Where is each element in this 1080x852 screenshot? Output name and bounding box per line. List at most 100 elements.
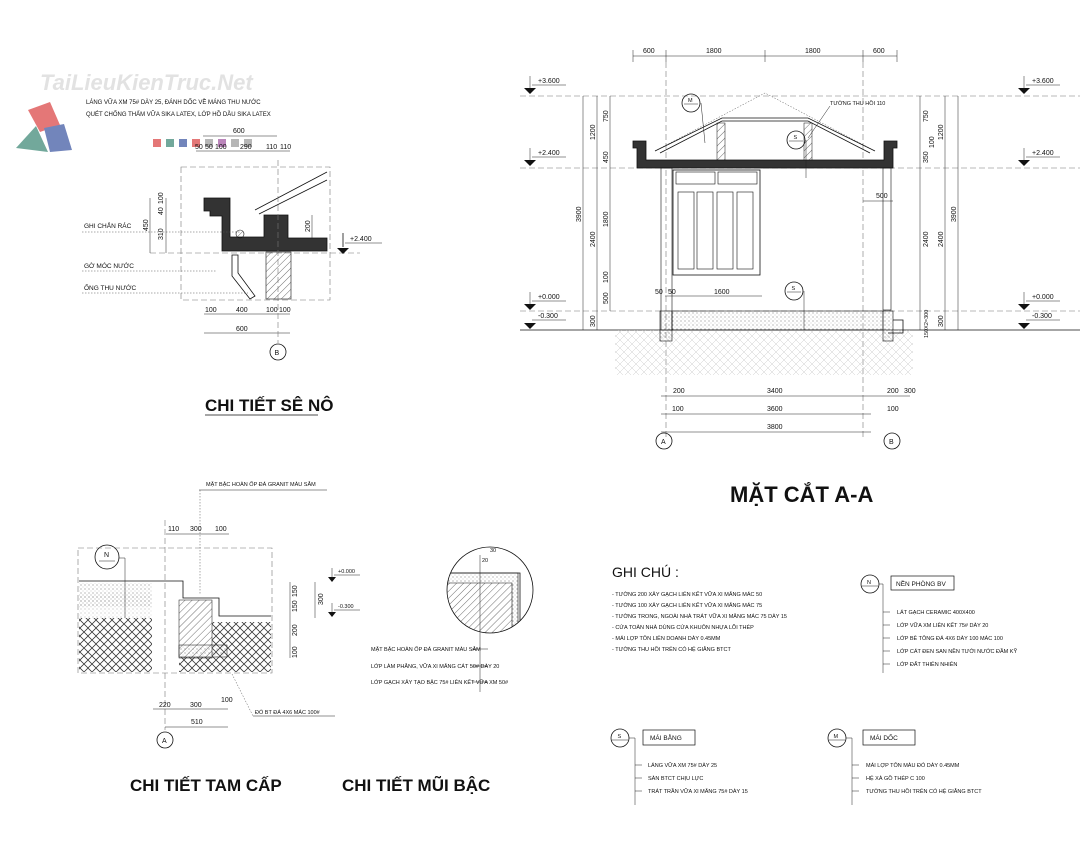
notes-title: GHI CHÚ :: [612, 564, 679, 580]
note-item: - TƯỜNG 200 XÂY GẠCH LIÊN KẾT VỮA XI MĂN…: [612, 590, 762, 598]
dim-label: 1800: [706, 48, 722, 55]
note-item: - TƯỜNG 100 XÂY GẠCH LIÊN KẾT VỮA XI MĂN…: [612, 601, 762, 609]
note-item: - TƯỜNG TRONG, NGOÀI NHÀ TRÁT VỮA XI MĂN…: [612, 613, 787, 620]
dim-label: 100: [205, 307, 217, 314]
dim-label: 100: [215, 526, 227, 533]
level-mark: +0.000: [338, 569, 355, 575]
window: [672, 169, 761, 276]
watermark-logo: TaiLieuKienTruc.Net: [16, 70, 254, 152]
watermark-text: TaiLieuKienTruc.Net: [40, 70, 254, 95]
axis-label: A: [162, 738, 167, 745]
label: LỚP LÀM PHẲNG, VỮA XI MĂNG CÁT 50# DÀY 2…: [371, 663, 499, 670]
dim-label: 2400: [590, 231, 597, 247]
dim-label: 100: [266, 307, 278, 314]
tag-m: [681, 93, 701, 113]
label: LỚP GẠCH XÂY TẠO BẬC 75# LIÊN KẾT VỮA XM…: [371, 678, 509, 686]
dim-label: 100: [672, 406, 684, 413]
tag-s: [784, 281, 804, 301]
level-marks-right: +3.600 +2.400 +0.000 -0.300: [1018, 76, 1060, 329]
seno-note: LÁNG VỮA XM 75# DÀY 25, ĐÁNH DỐC VỀ MÁNG…: [86, 99, 261, 106]
wall-label: TƯỜNG THU HỒI 110: [830, 100, 885, 107]
dim-label: 1200: [590, 124, 597, 140]
dim-label: 50: [668, 289, 676, 296]
dim-label: 100: [279, 307, 291, 314]
dim-label: 40: [158, 207, 165, 215]
dim-label: 220: [159, 702, 171, 709]
dim-label: 100: [221, 697, 233, 704]
axis-label: B: [275, 350, 280, 357]
legend-item: MÁI LỢP TÔN MÀU ĐỎ DÀY 0.45MM: [866, 762, 960, 769]
legend-mai-doc: M MÁI DỐC MÁI LỢP TÔN MÀU ĐỎ DÀY 0.45MM …: [827, 728, 982, 805]
dim-label: 300: [938, 315, 945, 327]
level-mark: -0.300: [1032, 313, 1052, 320]
level-mark: +0.000: [538, 294, 560, 301]
dim-label: 200: [887, 388, 899, 395]
dim-label: 510: [191, 719, 203, 726]
legend-item: SÀN BTCT CHỊU LỰC: [648, 775, 703, 782]
label-go-moc-nuoc: GỜ MÓC NƯỚC: [84, 261, 134, 270]
dim-label: 50: [205, 144, 213, 151]
label: MẶT BẬC HOÀN ỐP ĐÁ GRANIT MÀU SẪM: [206, 481, 316, 488]
dim-label: 350: [923, 151, 930, 163]
dim-label: 100: [603, 271, 610, 283]
dim-label: 2400: [923, 231, 930, 247]
notes: GHI CHÚ : - TƯỜNG 200 XÂY GẠCH LIÊN KẾT …: [612, 564, 787, 653]
level-mark: +3.600: [538, 78, 560, 85]
dim-label: 100: [887, 406, 899, 413]
tamcap-title: CHI TIẾT TAM CẤP: [130, 776, 282, 795]
axis-label: A: [661, 439, 666, 446]
roof-slab: [632, 140, 898, 169]
dim-label: 300: [190, 526, 202, 533]
note-item: - CỬA TOÀN NHÀ DÙNG CỬA KHUÔN NHỰA LÕI T…: [612, 624, 754, 631]
tamcap-detail: MẶT BẬC HOÀN ỐP ĐÁ GRANIT MÀU SẪM 110 30…: [77, 481, 360, 795]
dim-label: 310: [158, 228, 165, 240]
axis-label: B: [889, 439, 894, 446]
label: ĐỔ BT ĐÁ 4X6 MÁC 100#: [255, 709, 321, 716]
dim-label: 200: [292, 624, 299, 636]
tag-label: M: [834, 734, 839, 740]
dim-label: 150: [292, 585, 299, 597]
axis-marker-b: [883, 432, 901, 450]
section-a-a: 600 1800 1800 600 +3.600 +2.400 +0.000 -…: [520, 48, 1080, 507]
legend-item: LỚP CÁT ĐEN SAN NỀN TƯỚI NƯỚC ĐẦM KỸ: [897, 648, 1017, 655]
dim-label: 20: [482, 558, 488, 564]
legend-title: MÁI BẰNG: [650, 733, 682, 742]
legend-nen-phong: N NỀN PHÒNG BV LÁT GẠCH CERAMIC 400X400 …: [860, 574, 1017, 673]
dim-label: 110: [168, 526, 179, 533]
section-title: MẶT CẮT A-A: [730, 482, 873, 507]
dim-label: 300: [190, 702, 202, 709]
dim-label: 100: [929, 136, 936, 148]
dim-label: 30: [490, 548, 496, 554]
dim-label: 300: [590, 315, 597, 327]
dim-label: 100: [215, 144, 227, 151]
dim-label: 1800: [805, 48, 821, 55]
dim-label: 450: [603, 151, 610, 163]
dim-label: 50: [195, 144, 203, 151]
legend-item: TƯỜNG THU HỒI TRÊN CÓ HỆ GIẰNG BTCT: [866, 787, 982, 795]
axis-marker-b: [269, 343, 287, 361]
tag-label: N: [867, 580, 871, 586]
axis-marker-a: [655, 432, 673, 450]
dim-label: 500: [603, 292, 610, 304]
dim-label: 3600: [767, 406, 783, 413]
label: MẶT BẬC HOÀN ỐP ĐÁ GRANIT MÀU SẪM: [371, 646, 481, 653]
seno-detail: LÁNG VỮA XM 75# DÀY 25, ĐÁNH DỐC VỀ MÁNG…: [82, 99, 382, 416]
dim-label: 300: [318, 593, 325, 605]
legend-item: LÁT GẠCH CERAMIC 400X400: [897, 609, 975, 616]
legend-mai-bang: S MÁI BẰNG LÁNG VỮA XM 75# DÀY 25 SÀN BT…: [610, 728, 748, 805]
level-mark: +2.400: [1032, 150, 1054, 157]
dim-label: 3800: [767, 424, 783, 431]
tag-label: N: [104, 552, 109, 559]
muibac-detail: 30 20 MẶT BẬC HOÀN ỐP ĐÁ GRANIT MÀU SẪM …: [342, 546, 534, 795]
level-mark: +2.400: [538, 150, 560, 157]
dim-label: 3900: [951, 206, 958, 222]
level-marks-left: +3.600 +2.400 +0.000 -0.300: [524, 76, 566, 329]
legend-title: MÁI DỐC: [870, 732, 898, 742]
seno-title: CHI TIẾT SÊ NÔ: [205, 396, 333, 415]
dim-label: 400: [236, 307, 248, 314]
tag-s: [786, 130, 806, 150]
tag-label: M: [688, 98, 693, 104]
dim-label: 100: [292, 646, 299, 658]
legend-item: HỆ XÀ GỒ THÉP C 100: [866, 774, 925, 782]
